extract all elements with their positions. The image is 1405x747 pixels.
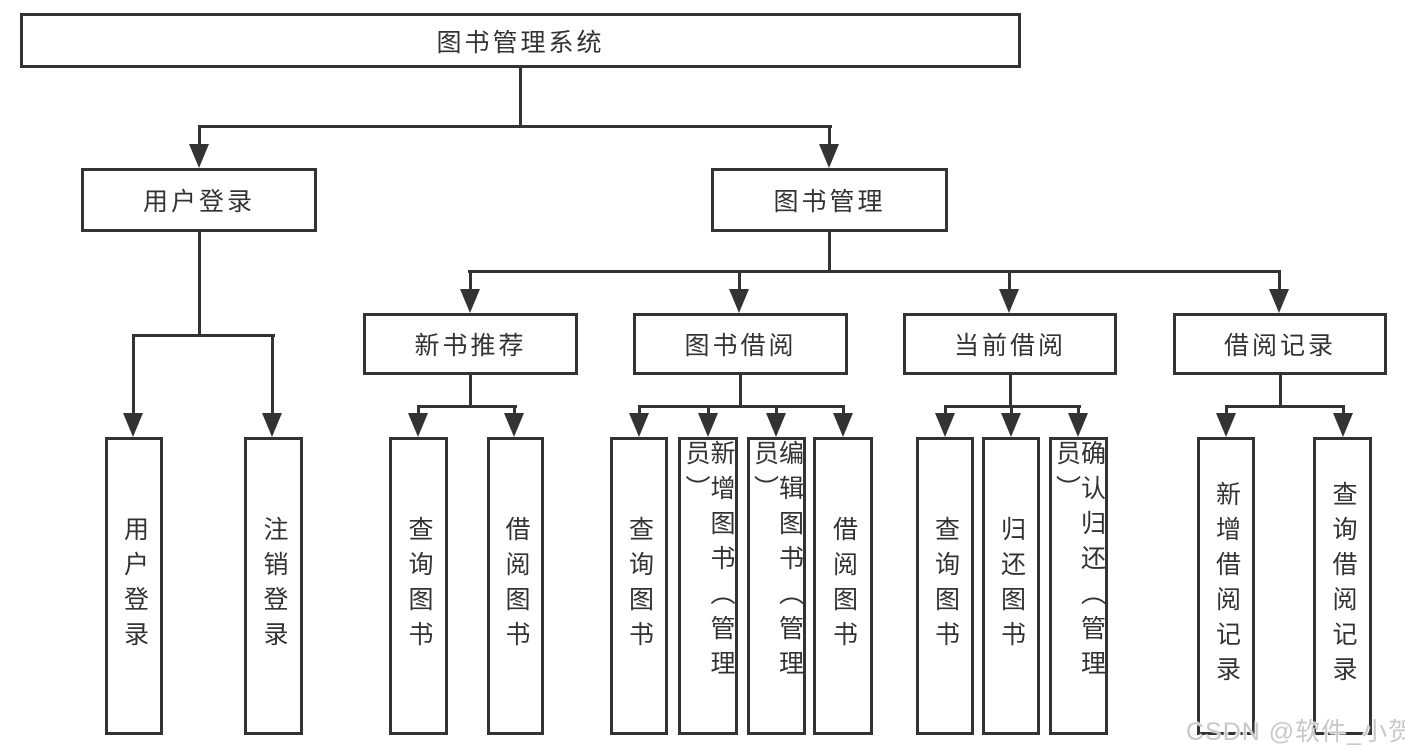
connector-line: [1342, 405, 1345, 417]
arrowhead-icon: [408, 413, 428, 437]
connector-line: [1225, 405, 1345, 408]
leaf-user-login: 用户登录: [105, 437, 163, 735]
node-book-management: 图书管理: [711, 168, 948, 232]
arrowhead-icon: [1333, 413, 1353, 437]
leaf-query-borrow-record: 查询借阅记录: [1313, 437, 1372, 735]
arrowhead-icon: [1269, 289, 1289, 313]
connector-line: [198, 125, 832, 128]
node-user-login: 用户登录: [81, 168, 317, 232]
node-borrow-records: 借阅记录: [1173, 313, 1387, 375]
connector-line: [417, 405, 420, 417]
leaf-label: 编辑图书（管理员）: [750, 440, 804, 685]
leaf-add-borrow-record: 新增借阅记录: [1197, 437, 1255, 735]
connector-line: [513, 405, 516, 417]
leaf-query-books-borrow: 查询图书: [610, 437, 668, 735]
connector-line: [739, 375, 742, 407]
node-new-book-recommend: 新书推荐: [363, 313, 578, 375]
connector-line: [842, 405, 845, 417]
connector-line: [132, 334, 275, 337]
arrowhead-icon: [1001, 413, 1021, 437]
connector-line: [417, 405, 517, 408]
arrowhead-icon: [999, 289, 1019, 313]
arrowhead-icon: [262, 413, 282, 437]
leaf-label: 查询图书: [931, 516, 960, 656]
watermark: CSDN @软件_小贺同学: [1186, 718, 1405, 746]
connector-line: [1009, 375, 1012, 407]
node-book-borrow: 图书借阅: [633, 313, 848, 375]
arrowhead-icon: [935, 413, 955, 437]
leaf-add-book-admin: 新增图书（管理员）: [678, 437, 738, 735]
leaf-query-books-recommend: 查询图书: [389, 437, 448, 735]
leaf-edit-book-admin: 编辑图书（管理员）: [747, 437, 806, 735]
arrowhead-icon: [1068, 413, 1088, 437]
arrowhead-icon: [698, 413, 718, 437]
node-library-system: 图书管理系统: [20, 13, 1021, 68]
connector-line: [198, 125, 201, 146]
connector-line: [828, 232, 831, 273]
leaf-logout: 注销登录: [244, 437, 303, 735]
connector-line: [198, 232, 201, 336]
leaf-label: 注销登录: [260, 516, 288, 656]
node-current-borrow: 当前借阅: [903, 313, 1117, 375]
connector-line: [944, 405, 947, 417]
arrowhead-icon: [189, 144, 209, 168]
leaf-label: 借阅图书: [502, 516, 530, 656]
leaf-borrow-books-recommend: 借阅图书: [487, 437, 544, 735]
leaf-confirm-return-admin: 确认归还（管理员）: [1049, 437, 1108, 735]
connector-line: [638, 405, 844, 408]
leaf-query-books-current: 查询图书: [916, 437, 974, 735]
connector-line: [132, 334, 135, 416]
leaf-label: 查询图书: [405, 516, 433, 656]
leaf-label: 确认归还（管理员）: [1052, 440, 1106, 685]
connector-line: [469, 270, 472, 291]
arrowhead-icon: [504, 413, 524, 437]
leaf-label: 新增图书（管理员）: [682, 440, 735, 685]
leaf-label: 查询图书: [625, 516, 654, 656]
connector-line: [828, 125, 831, 146]
arrowhead-icon: [460, 289, 480, 313]
leaf-borrow-books: 借阅图书: [813, 437, 873, 735]
arrowhead-icon: [1216, 413, 1236, 437]
leaf-label: 归还图书: [997, 516, 1026, 656]
arrowhead-icon: [729, 289, 749, 313]
connector-line: [1279, 375, 1282, 407]
connector-line: [1008, 270, 1011, 291]
connector-line: [1225, 405, 1228, 417]
leaf-return-book: 归还图书: [982, 437, 1040, 735]
leaf-label: 借阅图书: [829, 516, 858, 656]
connector-line: [1010, 405, 1013, 417]
arrowhead-icon: [629, 413, 649, 437]
connector-line: [1278, 270, 1281, 291]
connector-line: [519, 68, 522, 128]
connector-line: [468, 270, 1281, 273]
connector-line: [638, 405, 641, 417]
connector-line: [738, 270, 741, 291]
connector-line: [707, 405, 710, 417]
arrowhead-icon: [819, 144, 839, 168]
arrowhead-icon: [833, 413, 853, 437]
connector-line: [775, 405, 778, 417]
leaf-label: 新增借阅记录: [1212, 481, 1241, 691]
leaf-label: 查询借阅记录: [1329, 481, 1357, 691]
arrowhead-icon: [123, 413, 143, 437]
leaf-label: 用户登录: [120, 516, 149, 656]
connector-line: [271, 334, 274, 416]
connector-line: [1077, 405, 1080, 417]
connector-line: [469, 375, 472, 407]
arrowhead-icon: [766, 413, 786, 437]
